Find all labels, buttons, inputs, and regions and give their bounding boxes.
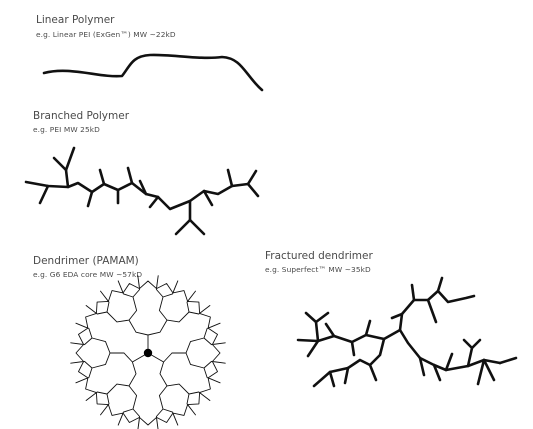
branched-polymer-title: Branched Polymer (33, 110, 130, 122)
dendrimer-subtitle: e.g. G6 EDA core MW ~57kD (33, 270, 143, 279)
branched-polymer-structure (24, 146, 260, 236)
dendrimer-branches (70, 275, 226, 429)
linear-polymer-title: Linear Polymer (36, 14, 115, 26)
fractured-dendrimer-structure (296, 276, 518, 388)
fractured-dendrimer-subtitle: e.g. Superfect™ MW ~35kD (265, 265, 371, 274)
dendrimer-title: Dendrimer (PAMAM) (33, 255, 139, 267)
branched-polymer-subtitle: e.g. PEI MW 25kD (33, 125, 100, 134)
dendrimer-structure (70, 275, 226, 429)
fractured-dendrimer-title: Fractured dendrimer (265, 250, 373, 262)
linear-polymer-subtitle: e.g. Linear PEI (ExGen™) MW ~22kD (36, 30, 176, 39)
dendrimer-core (143, 348, 153, 358)
linear-polymer-chain (42, 53, 264, 92)
